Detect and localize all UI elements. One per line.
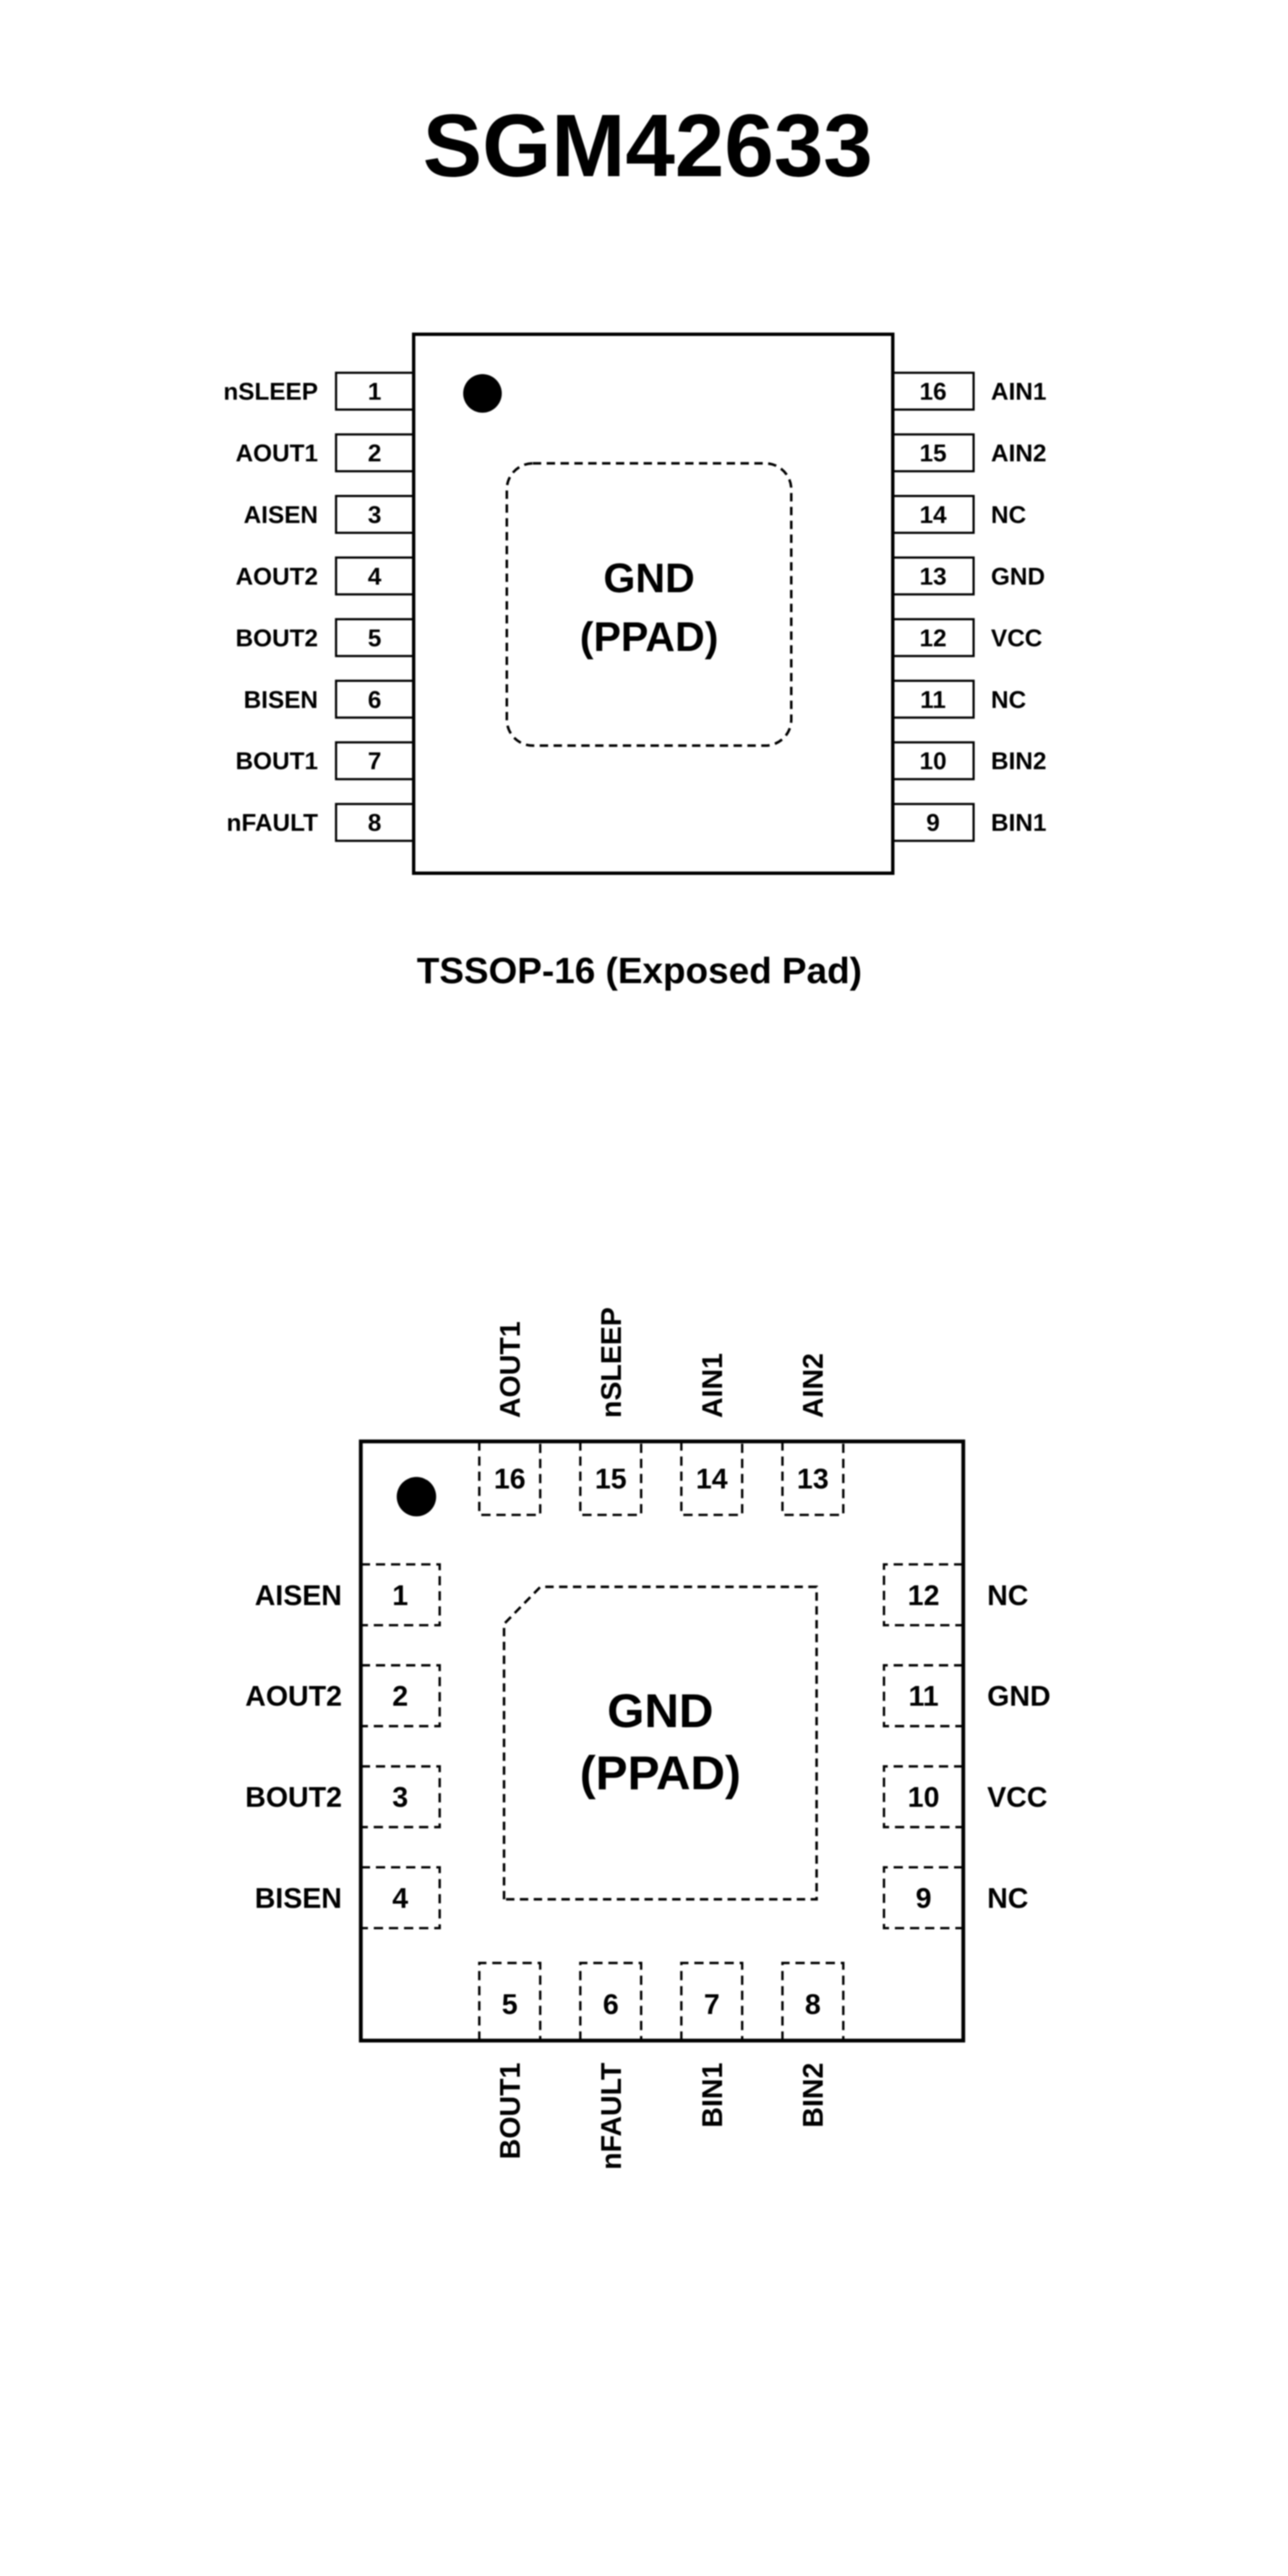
svg-text:1: 1: [368, 379, 381, 406]
svg-text:BISEN: BISEN: [255, 1882, 342, 1914]
svg-text:GND: GND: [988, 1681, 1051, 1713]
svg-text:NC: NC: [988, 1579, 1029, 1611]
svg-text:VCC: VCC: [991, 625, 1042, 652]
svg-text:(PPAD): (PPAD): [580, 1746, 741, 1800]
svg-text:15: 15: [920, 440, 946, 467]
svg-text:nFAULT: nFAULT: [596, 2063, 628, 2170]
svg-text:2: 2: [393, 1681, 409, 1713]
svg-text:1: 1: [393, 1579, 409, 1611]
svg-text:NC: NC: [991, 502, 1026, 529]
svg-text:SGM42633: SGM42633: [423, 96, 873, 195]
svg-text:AOUT2: AOUT2: [245, 1681, 342, 1713]
svg-text:AIN1: AIN1: [991, 379, 1046, 406]
svg-text:AIN1: AIN1: [696, 1353, 728, 1418]
svg-text:6: 6: [368, 687, 381, 714]
svg-text:(PPAD): (PPAD): [580, 615, 718, 660]
svg-text:BIN1: BIN1: [991, 810, 1046, 837]
svg-text:2: 2: [368, 440, 381, 467]
svg-text:AOUT1: AOUT1: [236, 440, 318, 467]
svg-text:BOUT1: BOUT1: [236, 748, 318, 775]
svg-text:GND: GND: [603, 556, 695, 601]
svg-text:BOUT1: BOUT1: [495, 2063, 527, 2159]
svg-text:BOUT2: BOUT2: [245, 1782, 342, 1814]
svg-text:3: 3: [393, 1782, 409, 1814]
svg-text:9: 9: [915, 1882, 931, 1914]
svg-text:16: 16: [920, 379, 946, 406]
svg-text:9: 9: [926, 810, 940, 837]
svg-text:GND: GND: [607, 1684, 714, 1738]
svg-text:AOUT2: AOUT2: [236, 564, 318, 591]
svg-text:5: 5: [368, 625, 381, 652]
svg-text:16: 16: [494, 1464, 526, 1496]
svg-text:BIN1: BIN1: [696, 2063, 728, 2127]
svg-text:BIN2: BIN2: [991, 748, 1046, 775]
svg-text:nSLEEP: nSLEEP: [223, 379, 318, 406]
svg-text:5: 5: [502, 1989, 518, 2021]
svg-text:TSSOP-16 (Exposed Pad): TSSOP-16 (Exposed Pad): [417, 950, 863, 991]
svg-text:12: 12: [920, 625, 946, 652]
svg-text:3: 3: [368, 502, 381, 529]
svg-text:8: 8: [368, 810, 381, 837]
svg-text:4: 4: [393, 1882, 409, 1914]
svg-text:10: 10: [908, 1782, 940, 1814]
svg-text:7: 7: [704, 1989, 720, 2021]
svg-text:AISEN: AISEN: [243, 502, 318, 529]
svg-text:AIN2: AIN2: [991, 440, 1046, 467]
svg-text:6: 6: [602, 1989, 618, 2021]
svg-text:nSLEEP: nSLEEP: [596, 1307, 628, 1418]
svg-text:nFAULT: nFAULT: [227, 810, 318, 837]
svg-text:VCC: VCC: [988, 1782, 1048, 1814]
svg-text:BOUT2: BOUT2: [236, 625, 318, 652]
svg-text:14: 14: [920, 502, 946, 529]
svg-text:GND: GND: [991, 564, 1045, 591]
svg-text:AISEN: AISEN: [255, 1579, 342, 1611]
svg-text:NC: NC: [988, 1882, 1029, 1914]
svg-text:11: 11: [920, 687, 946, 714]
svg-text:12: 12: [908, 1579, 940, 1611]
svg-text:13: 13: [920, 564, 946, 591]
svg-text:7: 7: [368, 748, 381, 775]
svg-text:14: 14: [696, 1464, 727, 1496]
svg-text:13: 13: [797, 1464, 829, 1496]
svg-text:AIN2: AIN2: [798, 1353, 830, 1418]
svg-text:15: 15: [595, 1464, 627, 1496]
svg-text:BIN2: BIN2: [798, 2063, 830, 2127]
svg-text:4: 4: [368, 564, 381, 591]
svg-text:AOUT1: AOUT1: [495, 1321, 527, 1418]
svg-text:10: 10: [920, 748, 946, 775]
svg-text:11: 11: [909, 1681, 939, 1713]
svg-text:8: 8: [805, 1989, 821, 2021]
svg-text:NC: NC: [991, 687, 1026, 714]
svg-text:BISEN: BISEN: [243, 687, 318, 714]
